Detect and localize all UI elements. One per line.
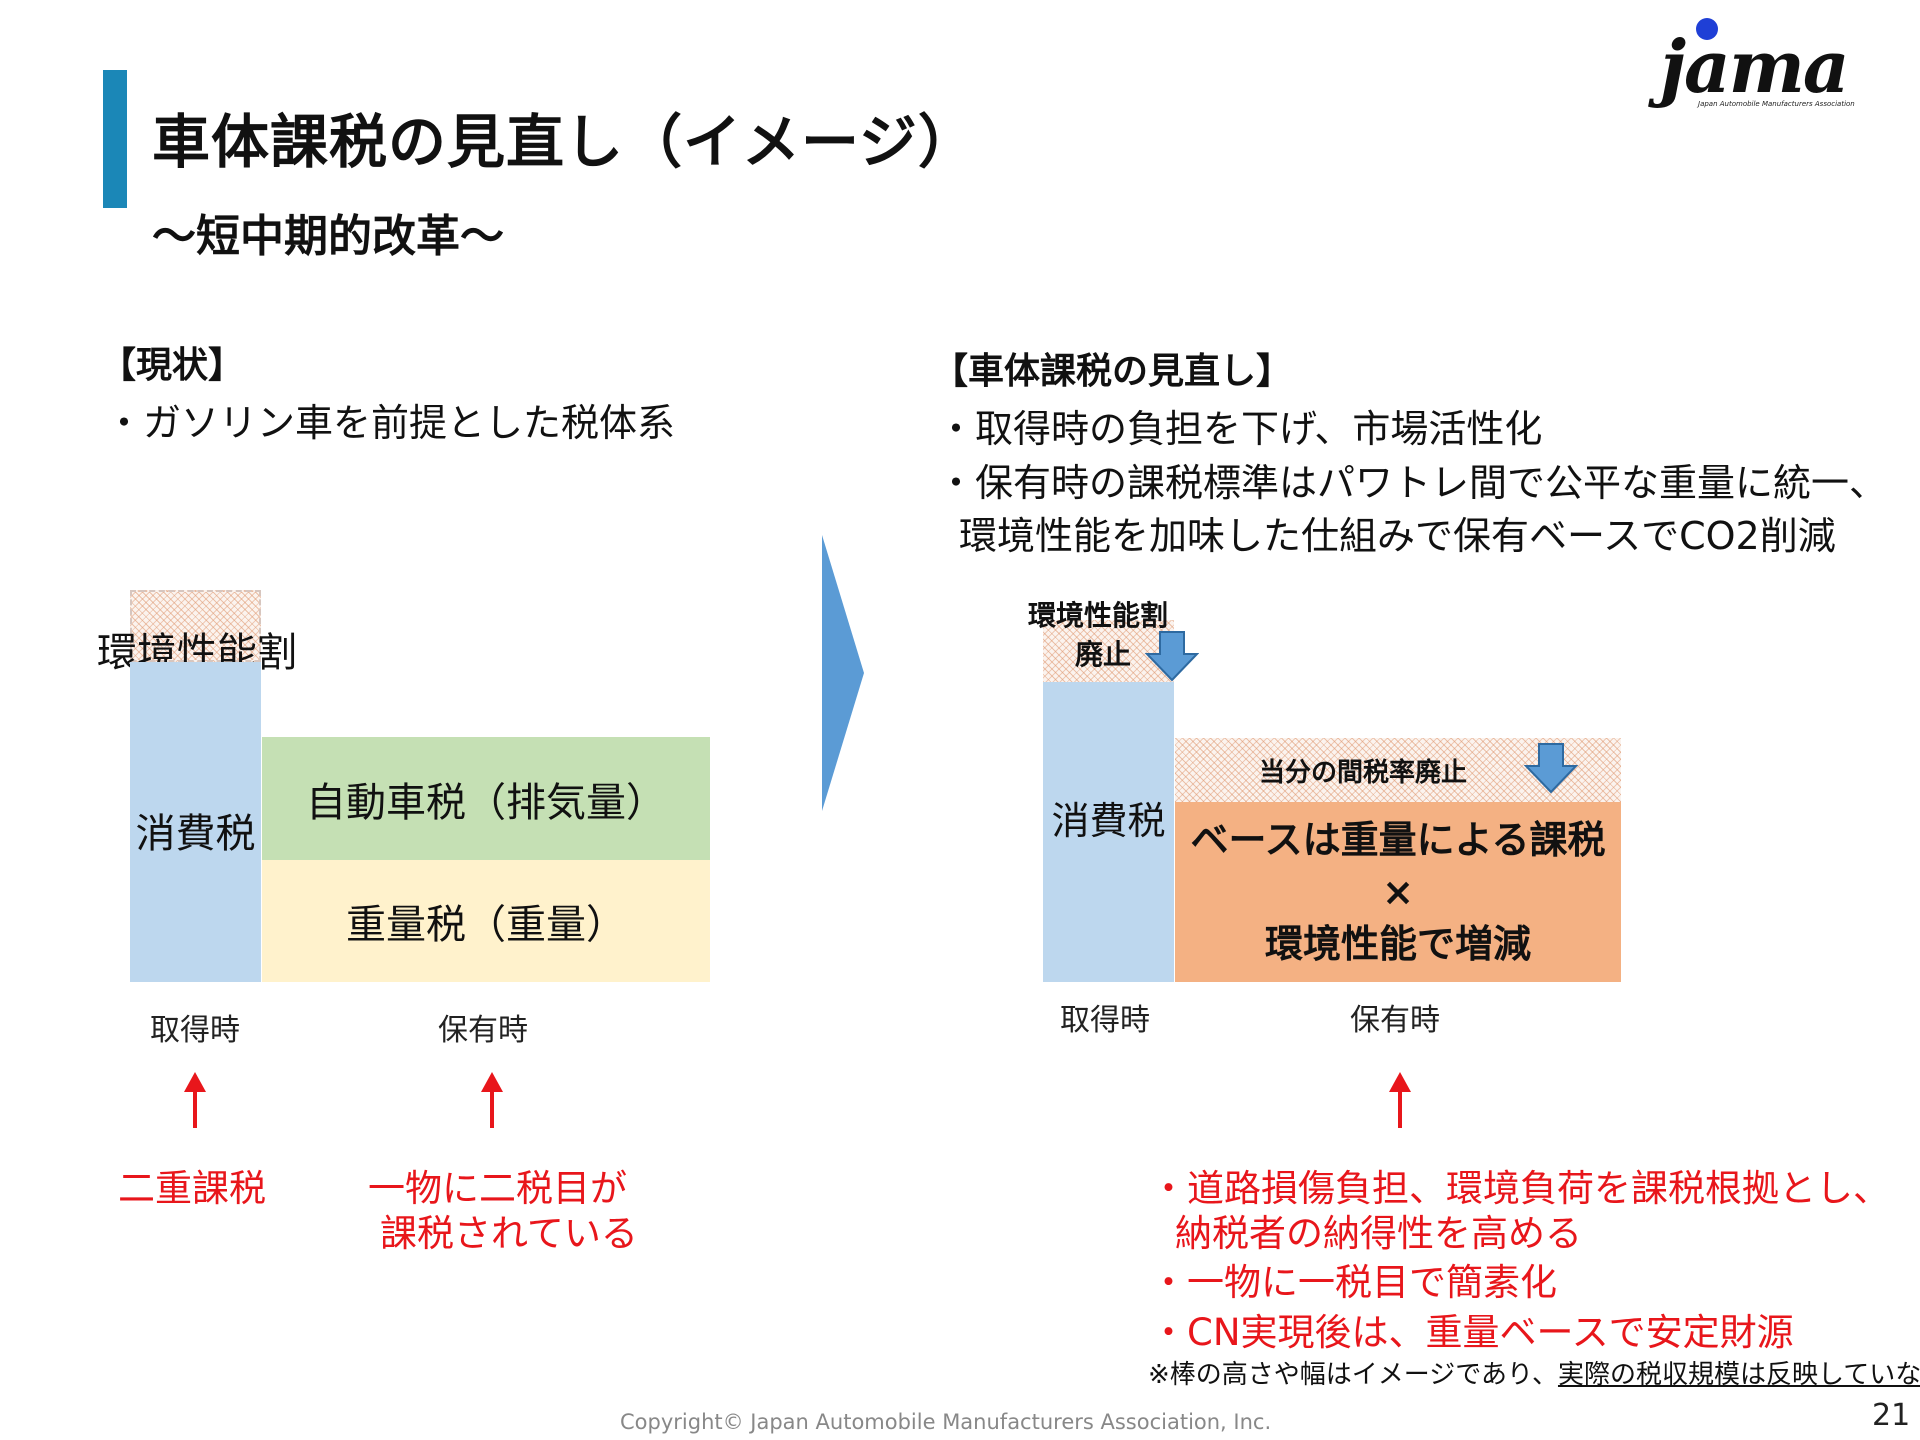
auto-tax-bar: 自動車税（排気量） <box>262 737 710 860</box>
acquire-axis-label: 取得時 <box>150 1013 240 1048</box>
up-arrow-icon <box>1389 1072 1411 1128</box>
left-bullet: ・ガソリン車を前提とした税体系 <box>105 401 676 445</box>
logo-dot-icon <box>1696 18 1718 40</box>
single-item-note-line2: 課税されている <box>380 1212 638 1255</box>
hold-axis-label-right: 保有時 <box>1350 1003 1440 1038</box>
up-arrow-icon <box>184 1072 206 1128</box>
reform-note-3: ・CN実現後は、重量ベースで安定財源 <box>1150 1311 1794 1354</box>
jama-logo: jama Japan Automobile Manufacturers Asso… <box>1652 14 1892 118</box>
right-heading: 【車体課税の見直し】 <box>932 351 1293 392</box>
weight-tax-bar: 重量税（重量） <box>262 860 710 982</box>
env-tax-bar <box>130 590 261 662</box>
double-tax-note: 二重課税 <box>118 1167 266 1210</box>
reform-note-2: ・一物に一税目で簡素化 <box>1150 1261 1557 1304</box>
single-item-note-line1: 一物に二税目が <box>368 1167 627 1210</box>
env-tax-abolished-label-line2: 廃止 <box>1075 638 1132 671</box>
page-title: 車体課税の見直し（イメージ） <box>152 108 977 176</box>
consumption-tax-bar: 消費税 <box>130 662 261 982</box>
weight-base-line3: 環境性能で増減 <box>1264 922 1531 966</box>
left-heading: 【現状】 <box>100 345 245 386</box>
arrow-down-icon <box>1524 743 1578 794</box>
weight-base-line2: × <box>1382 870 1414 914</box>
acquire-axis-label-right: 取得時 <box>1060 1003 1150 1038</box>
reform-note-1-line1: ・道路損傷負担、環境負荷を課税根拠とし、 <box>1150 1167 1890 1210</box>
copyright: Copyright© Japan Automobile Manufacturer… <box>620 1410 1272 1434</box>
weight-base-line1: ベースは重量による課税 <box>1190 818 1606 862</box>
consumption-tax-label: 消費税 <box>135 811 256 857</box>
disclaimer-prefix: ※棒の高さや幅はイメージであり、 <box>1148 1360 1558 1390</box>
env-tax-abolished-bar <box>1043 620 1174 682</box>
reform-note-1-line2: 納税者の納得性を高める <box>1175 1212 1582 1255</box>
up-arrow-icon <box>481 1072 503 1128</box>
page-number: 21 <box>1872 1398 1911 1433</box>
arrow-down-icon <box>1145 631 1199 682</box>
auto-tax-label: 自動車税（排気量） <box>306 779 666 826</box>
right-bullet-1: ・取得時の負担を下げ、市場活性化 <box>937 407 1543 451</box>
consumption-tax-label-right: 消費税 <box>1051 799 1166 843</box>
chevron-right-icon <box>822 535 864 811</box>
hold-axis-label: 保有時 <box>438 1013 528 1048</box>
page-subtitle: ～短中期的改革～ <box>152 211 504 262</box>
consumption-tax-bar-right: 消費税 <box>1043 682 1174 982</box>
right-bullet-2-line1: ・保有時の課税標準はパワトレ間で公平な重量に統一、 <box>937 461 1888 505</box>
weight-tax-label: 重量税（重量） <box>346 902 626 948</box>
disclaimer-underlined: 実際の税収規模は反映していない <box>1557 1360 1920 1390</box>
temp-rate-abolished-label: 当分の間税率廃止 <box>1258 757 1467 788</box>
weight-base-tax-bar: ベースは重量による課税 × 環境性能で増減 <box>1175 802 1621 982</box>
logo-tagline: Japan Automobile Manufacturers Associati… <box>1698 100 1855 108</box>
disclaimer: ※棒の高さや幅はイメージであり、実際の税収規模は反映していない <box>1148 1354 1920 1391</box>
env-tax-abolished-label-line1: 環境性能割 <box>1028 599 1169 632</box>
logo-wordmark: jama <box>1660 24 1850 109</box>
title-accent-bar <box>103 70 127 208</box>
right-bullet-2-line2: 環境性能を加味した仕組みで保有ベースでCO2削減 <box>959 514 1836 558</box>
